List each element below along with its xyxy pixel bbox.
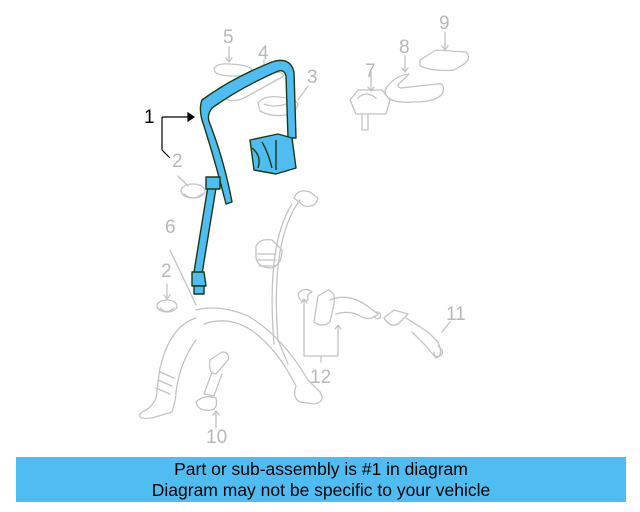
part-11-latch[interactable]	[383, 309, 451, 359]
info-banner: Part or sub-assembly is #1 in diagram Di…	[16, 457, 626, 502]
part-1-seat-belt-highlighted[interactable]	[191, 59, 297, 295]
part-3-anchor-cover[interactable]	[257, 85, 309, 117]
part-8-handle[interactable]	[384, 55, 445, 103]
callout-label-3[interactable]: 3	[307, 67, 318, 88]
callout-label-2-upper[interactable]: 2	[172, 151, 183, 172]
part-12-buckle-assembly[interactable]	[297, 288, 382, 363]
callout-label-11[interactable]: 11	[446, 304, 466, 325]
callout-label-10[interactable]: 10	[206, 427, 228, 448]
callout-label-5[interactable]: 5	[223, 27, 234, 48]
part-5-clip[interactable]	[213, 46, 253, 77]
part-10-buckle[interactable]	[195, 351, 230, 429]
callout-label-2-lower[interactable]: 2	[161, 261, 172, 282]
callout-label-1[interactable]: 1	[144, 107, 155, 128]
callout-label-9[interactable]: 9	[439, 13, 450, 34]
parts-diagram	[138, 31, 470, 429]
part-9-cap[interactable]	[419, 31, 470, 72]
callout-label-4[interactable]: 4	[258, 43, 269, 64]
banner-line-1: Part or sub-assembly is #1 in diagram	[174, 459, 468, 479]
part-2-lower-grommet[interactable]	[156, 283, 178, 313]
callout-label-7[interactable]: 7	[365, 61, 376, 82]
part-2-upper-grommet[interactable]	[177, 175, 206, 199]
callout-1-leader	[161, 111, 196, 159]
callout-label-6[interactable]: 6	[165, 217, 176, 238]
part-7-anchor[interactable]	[349, 71, 391, 131]
callout-label-12[interactable]: 12	[310, 367, 332, 388]
banner-line-2: Diagram may not be specific to your vehi…	[151, 480, 491, 500]
callout-label-8[interactable]: 8	[399, 37, 410, 58]
part-6-lower-belt[interactable]	[138, 190, 323, 420]
